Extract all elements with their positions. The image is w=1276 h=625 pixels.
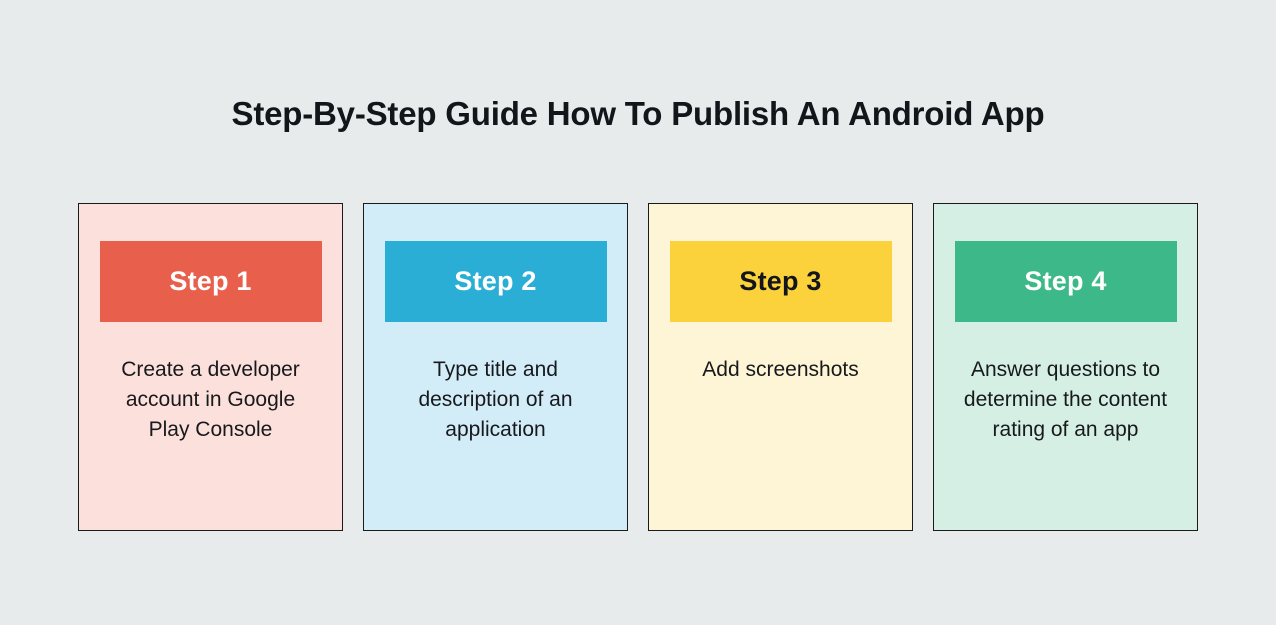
step-badge-label-3: Step 3 [739,266,822,296]
step-badge-4: Step 4 [954,241,1177,322]
step-card-4: Step 4 Answer questions to determine the… [933,203,1198,531]
step-badge-label-2: Step 2 [454,266,537,296]
step-badge-1: Step 1 [99,241,322,322]
step-card-3: Step 3 Add screenshots [648,203,913,531]
step-description-4: Answer questions to determine the conten… [963,358,1168,441]
step-badge-label-4: Step 4 [1024,266,1107,296]
step-badge-2: Step 2 [384,241,607,322]
step-description-3: Add screenshots [702,358,859,381]
step-card-1: Step 1 Create a developer account in Goo… [78,203,343,531]
step-card-2: Step 2 Type title and description of an … [363,203,628,531]
page-title: Step-By-Step Guide How To Publish An And… [231,95,1045,132]
step-description-1: Create a developer account in Google Pla… [121,358,300,441]
step-badge-label-1: Step 1 [169,266,252,296]
steps-card-row: Step 1 Create a developer account in Goo… [78,203,1198,533]
step-badge-3: Step 3 [669,241,892,322]
step-description-2: Type title and description of an applica… [418,358,573,441]
